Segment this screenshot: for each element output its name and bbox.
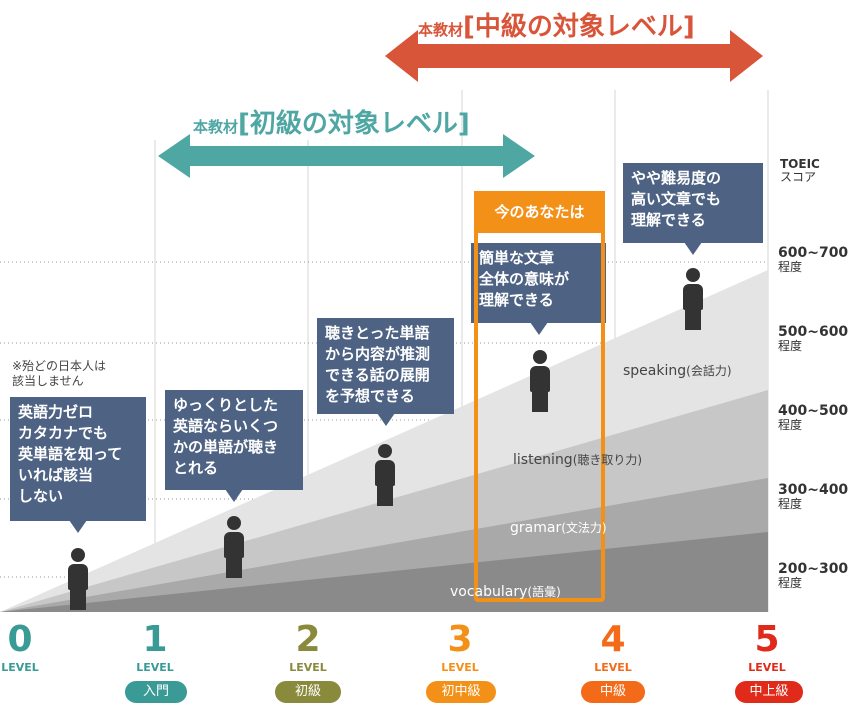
level-5-number: 5 xyxy=(754,619,780,660)
layer-label-listening: listening(聴き取り力) xyxy=(513,452,643,468)
level-5-tag: 中上級 xyxy=(735,681,803,703)
level-3-word: LEVEL xyxy=(441,661,479,674)
level-4-word: LEVEL xyxy=(594,661,632,674)
beginner-range-title: 本教材[初級の対象レベル] xyxy=(193,109,470,139)
level-0-word: LEVEL xyxy=(1,661,39,674)
person-icon xyxy=(682,268,704,330)
level-2-number: 2 xyxy=(295,619,321,660)
beginner-range-arrow xyxy=(158,134,535,178)
level-1-description: ゆっくりとした 英語ならいくつ かの単語が聴き とれる xyxy=(165,390,303,502)
level-5-word: LEVEL xyxy=(748,661,786,674)
layer-label-speaking: speaking(会話力) xyxy=(623,363,732,379)
level-3-tag: 初中級 xyxy=(426,681,496,703)
level-4-number: 4 xyxy=(600,619,626,660)
layer-label-grammar: gramar(文法力) xyxy=(510,520,607,536)
person-icon xyxy=(529,350,551,412)
level-2-word: LEVEL xyxy=(289,661,327,674)
level-3-number: 3 xyxy=(447,619,473,660)
layer-label-vocabulary: vocabulary(語彙) xyxy=(450,584,561,600)
level-1-word: LEVEL xyxy=(136,661,174,674)
toeic-score-header: TOEIC スコア xyxy=(780,157,820,184)
person-icon xyxy=(67,548,89,610)
level-2-description: 聴きとった単語 から内容が推測 できる話の展開 を予想できる xyxy=(317,318,454,426)
current-level-label: 今のあなたは xyxy=(474,191,605,233)
level-4-description: やや難易度の 高い文章でも 理解できる xyxy=(623,163,763,255)
level-0-description: 英語力ゼロ カタカナでも 英単語を知って いれば該当 しない xyxy=(10,397,146,533)
level-2-tag: 初級 xyxy=(275,681,341,703)
vocabulary-wedge xyxy=(0,532,768,612)
person-icon xyxy=(223,516,245,578)
note-text: ※殆どの日本人は 該当しません xyxy=(12,359,107,388)
intermediate-range-arrow xyxy=(385,30,763,82)
level-1-number: 1 xyxy=(142,619,168,660)
person-icon xyxy=(374,444,396,506)
level-4-tag: 中級 xyxy=(581,681,645,703)
level-3-description: 簡単な文章 全体の意味が 理解できる xyxy=(471,243,606,335)
intermediate-range-title: 本教材[中級の対象レベル] xyxy=(418,12,695,42)
level-1-tag: 入門 xyxy=(125,681,187,703)
level-0-number: 0 xyxy=(7,619,33,660)
